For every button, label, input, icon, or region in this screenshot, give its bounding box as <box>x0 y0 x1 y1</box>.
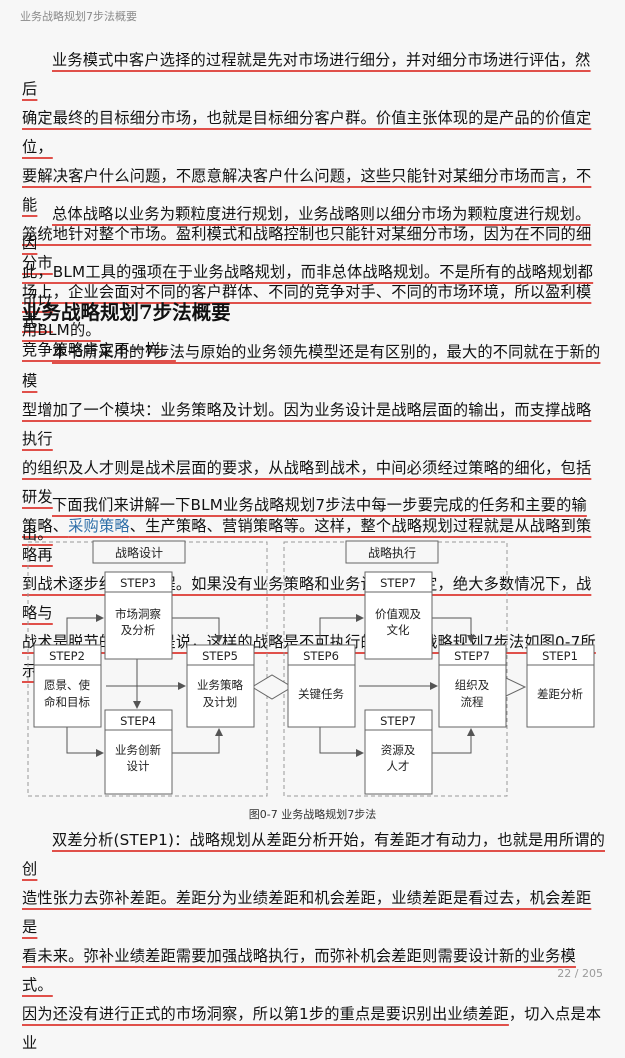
svg-text:STEP2: STEP2 <box>49 649 85 663</box>
text-line: 看未来。弥补业绩差距需要加强战略执行，而弥补机会差距则需要设计新的业务模式。 <box>22 947 576 994</box>
text-segment: 、生产策略、营销策略等。这样，整个战略规划过程就是从战略到策略再 <box>22 517 592 564</box>
text-line: 业务模式中客户选择的过程就是先对市场进行细分，并对细分市场进行评估，然后 <box>22 51 591 98</box>
text-line: 确定最终的目标细分市场，也就是目标细分客户群。价值主张体现的是产品的价值定位， <box>22 109 592 156</box>
svg-text:愿景、使: 愿景、使 <box>44 678 90 692</box>
connector <box>432 728 475 754</box>
strategy-execution-title-box <box>345 540 439 564</box>
text-line: 要解决客户什么问题，不愿意解决客户什么问题，这些只能针对某细分市场而言，不能 <box>22 167 592 214</box>
seven-step-diagram: 战略设计 战略执行 STEP3 市场洞察 及分析 STEP2 愿景、使 命和目标 <box>27 540 595 797</box>
step3-box: STEP3 市场洞察 及分析 <box>104 571 173 660</box>
text-line: 的组织及人才则是战术层面的要求，从战略到战术，中间必须经过策略的细化，包括研发 <box>22 459 592 506</box>
svg-text:设计: 设计 <box>127 759 150 773</box>
connector <box>172 617 223 643</box>
svg-text:市场洞察: 市场洞察 <box>115 607 161 621</box>
svg-text:文化: 文化 <box>387 623 410 637</box>
svg-text:资源及: 资源及 <box>381 743 416 757</box>
text-line: 本书所采用的7步法与原始的业务领先模型还是有区别的，最大的不同就在于新的模 <box>22 343 601 390</box>
text-line: 笼统地针对整个市场。盈利模式和战略控制也只能针对某细分市场，因为在不同的细分市 <box>22 225 592 272</box>
svg-text:价值观及: 价值观及 <box>375 607 421 621</box>
step2-box: STEP2 愿景、使 命和目标 <box>33 644 102 728</box>
connector <box>172 728 223 754</box>
svg-text:业务创新: 业务创新 <box>115 743 161 757</box>
procurement-strategy-link[interactable]: 采购策略 <box>68 517 130 535</box>
text-line: 总体战略以业务为颗粒度进行规划，业务战略则以细分市场为颗粒度进行规划。因 <box>22 205 591 252</box>
text-line: 竞争策略肯定不一样。 <box>22 341 176 359</box>
svg-text:关键任务: 关键任务 <box>298 687 344 701</box>
step4-box: STEP4 业务创新 设计 <box>104 709 173 795</box>
strategy-design-title-box <box>92 540 186 564</box>
figure-caption: 图0-7 业务战略规划7步法 <box>248 808 377 821</box>
triangle-arrow <box>505 677 527 697</box>
svg-text:STEP1: STEP1 <box>542 649 578 663</box>
diamond-connector <box>251 674 293 700</box>
svg-text:STEP7: STEP7 <box>380 714 416 728</box>
paragraph-gap-analysis: 双差分析(STEP1)：战略规划从差距分析开始，有差距才有动力，也就是用所谓的创… <box>22 826 605 1058</box>
svg-text:STEP7: STEP7 <box>454 649 490 663</box>
text-line: 下面我们来讲解一下BLM业务战略规划7步法中每一步要完成的任务和主要的输出。 <box>22 496 587 543</box>
step7-culture-box: STEP7 价值观及 文化 <box>364 571 433 660</box>
svg-text:差距分析: 差距分析 <box>537 687 583 701</box>
paragraph-customer-selection: 业务模式中客户选择的过程就是先对市场进行细分，并对细分市场进行评估，然后 确定最… <box>22 46 605 365</box>
svg-text:STEP5: STEP5 <box>202 649 238 663</box>
svg-text:人才: 人才 <box>387 759 410 773</box>
svg-text:命和目标: 命和目标 <box>44 695 90 709</box>
step1-box: STEP1 差距分析 <box>526 644 595 728</box>
connector <box>432 617 475 643</box>
paragraph-seven-steps: 本书所采用的7步法与原始的业务领先模型还是有区别的，最大的不同就在于新的模 型增… <box>22 338 605 686</box>
text-line: 场上，企业会面对不同的客户群体、不同的竞争对手、不同的市场环境，所以盈利模式、 <box>22 283 592 330</box>
connector <box>66 727 104 757</box>
svg-text:流程: 流程 <box>461 695 484 709</box>
step6-box: STEP6 关键任务 <box>287 644 356 728</box>
text-line: 造性张力去弥补差距。差距分为业绩差距和机会差距，业绩差距是看过去，机会差距是 <box>22 889 592 936</box>
paragraph-overall-strategy: 总体战略以业务为颗粒度进行规划，业务战略则以细分市场为颗粒度进行规划。因 此，B… <box>22 200 605 345</box>
strategy-design-title: 战略设计 <box>115 545 163 560</box>
text-line: 用BLM的。 <box>22 321 101 339</box>
connector <box>319 614 364 645</box>
page-number: 22 / 205 <box>557 967 603 980</box>
text-segment: 策略、 <box>22 517 69 535</box>
step7-organization-box: STEP7 组织及 流程 <box>438 644 507 728</box>
svg-text:STEP4: STEP4 <box>120 714 156 728</box>
step7-resources-box: STEP7 资源及 人才 <box>364 709 433 795</box>
paragraph-intro-steps: 下面我们来讲解一下BLM业务战略规划7步法中每一步要完成的任务和主要的输出。 <box>22 491 605 549</box>
svg-text:STEP6: STEP6 <box>303 649 339 663</box>
svg-text:STEP7: STEP7 <box>380 576 416 590</box>
svg-text:STEP3: STEP3 <box>120 576 156 590</box>
text-line: 型增加了一个模块：业务策略及计划。因为业务设计是战略层面的输出，而支撑战略执行 <box>22 401 592 448</box>
text-line: 双差分析(STEP1)：战略规划从差距分析开始，有差距才有动力，也就是用所谓的创 <box>22 831 605 878</box>
section-heading: 业务战略规划7步法概要 <box>22 301 231 324</box>
header-title: 业务战略规划7步法概要 <box>20 10 137 23</box>
svg-text:组织及: 组织及 <box>455 678 490 692</box>
connector <box>319 727 364 757</box>
svg-text:业务策略: 业务策略 <box>197 678 243 692</box>
svg-text:及分析: 及分析 <box>121 623 156 637</box>
connector <box>66 614 104 645</box>
step5-box: STEP5 业务策略 及计划 <box>186 644 255 728</box>
text-line: 此，BLM工具的强项在于业务战略规划，而非总体战略规划。不是所有的战略规划都可以 <box>22 263 594 310</box>
strategy-execution-title: 战略执行 <box>368 545 416 560</box>
text-line: 因为还没有进行正式的市场洞察，所以第1步的重点是要识别出业绩差距 <box>22 1005 509 1023</box>
svg-text:及计划: 及计划 <box>203 695 238 709</box>
strategy-execution-frame <box>283 541 508 797</box>
